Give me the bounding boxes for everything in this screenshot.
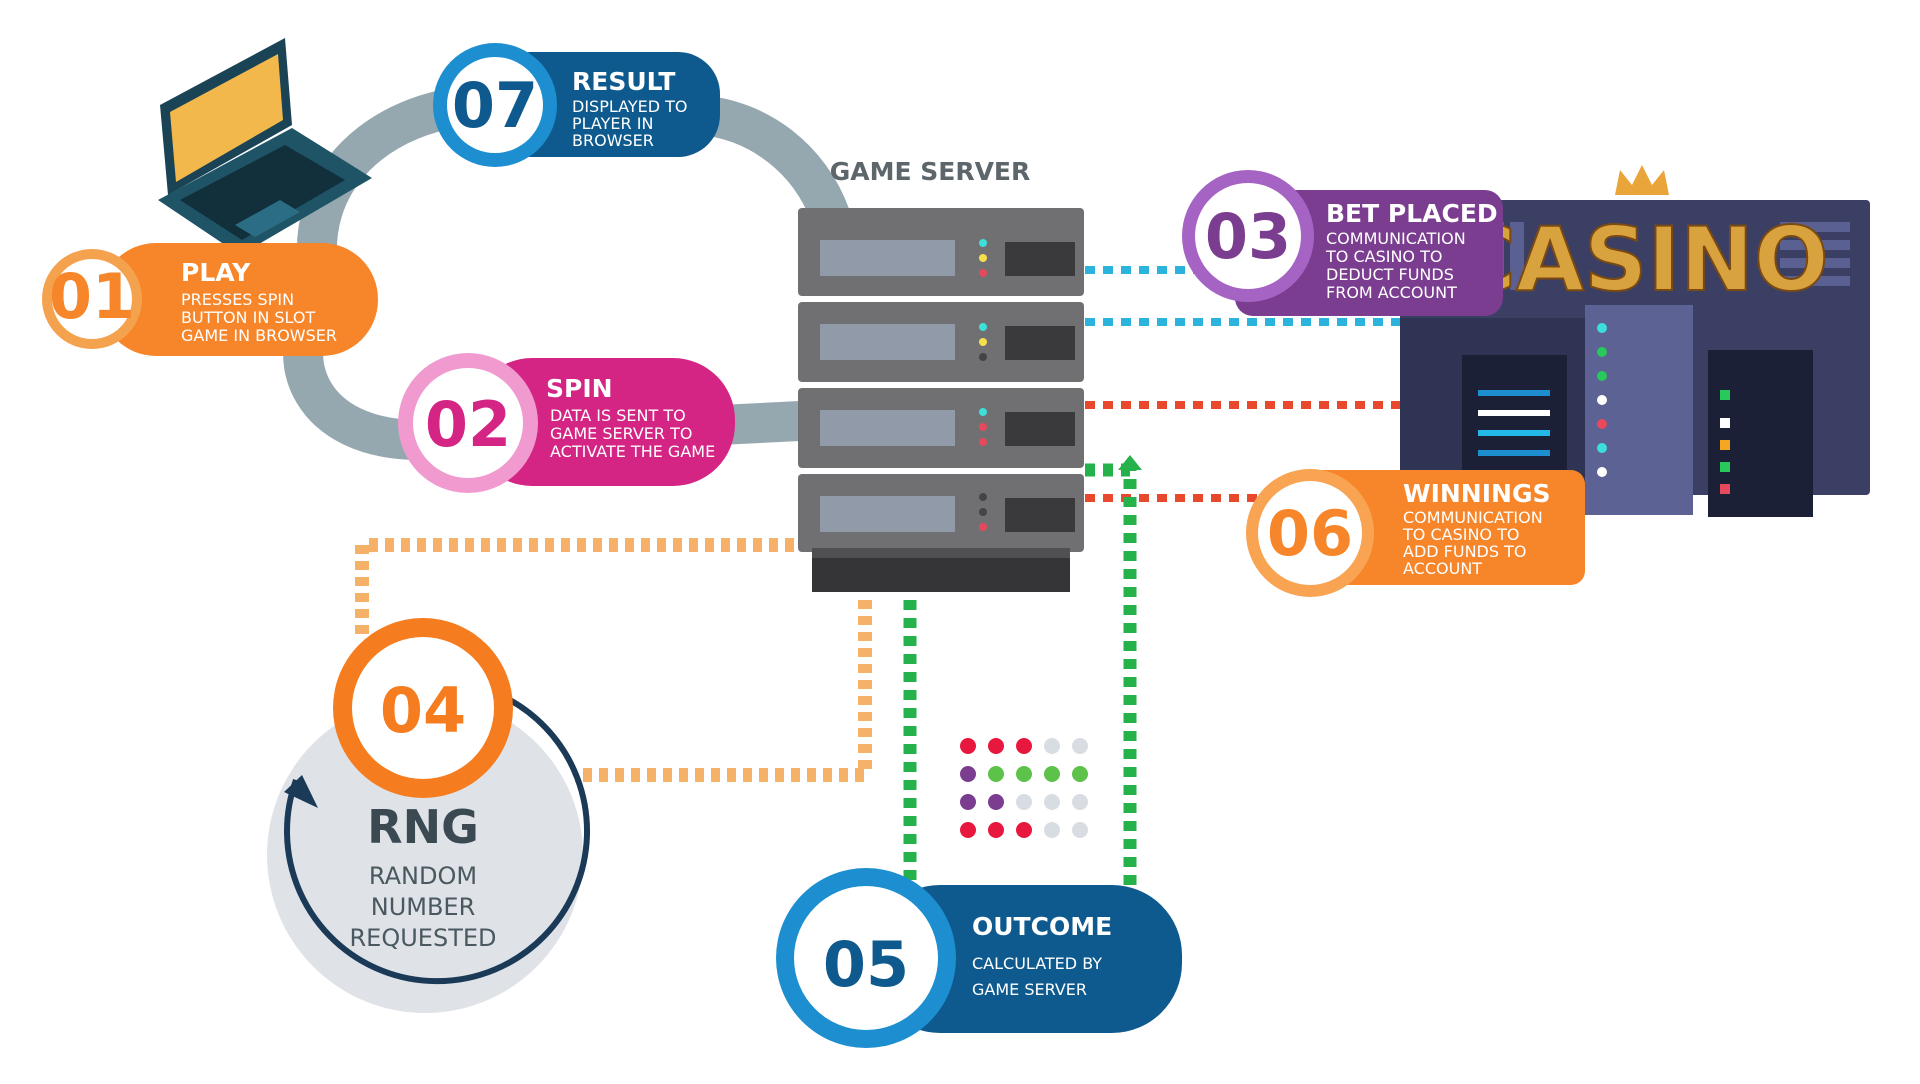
step-02-title: SPIN <box>546 374 613 403</box>
step-01-title: PLAY <box>181 258 251 287</box>
step-01-number: 01 <box>49 260 135 333</box>
rng-graphic <box>267 618 591 1013</box>
casino-sign: CASINO <box>1451 208 1828 311</box>
step-05-line: CALCULATED BY <box>972 954 1102 973</box>
server-status-lights <box>979 239 987 531</box>
step-03-line: DEDUCT FUNDS <box>1326 265 1454 284</box>
server-label: GAME SERVER <box>830 157 1031 186</box>
outcome-arrowhead <box>1118 455 1142 470</box>
step-02-line: ACTIVATE THE GAME <box>550 442 715 461</box>
step-06-line: ADD FUNDS TO <box>1403 542 1526 561</box>
step-03-line: COMMUNICATION <box>1326 229 1466 248</box>
bet-connectors <box>1085 266 1405 502</box>
step-07-card <box>433 43 720 167</box>
step-07-line: DISPLAYED TO <box>572 97 687 116</box>
step-06-number: 06 <box>1267 497 1353 570</box>
laptop-icon <box>158 38 372 255</box>
step-06-line: ACCOUNT <box>1403 559 1482 578</box>
step-03-number: 03 <box>1205 200 1291 273</box>
step-06-title: WINNINGS <box>1403 479 1550 508</box>
step-04-line: RANDOM <box>369 862 477 890</box>
step-04-number: 04 <box>380 674 466 747</box>
step-06-line: COMMUNICATION <box>1403 508 1543 527</box>
outcome-dot-grid <box>960 738 1088 838</box>
step-05-line: GAME SERVER <box>972 980 1087 999</box>
step-07-title: RESULT <box>572 67 675 96</box>
step-03-title: BET PLACED <box>1326 199 1498 228</box>
crown-icon <box>1615 165 1669 195</box>
rng-arrow-icon <box>284 775 318 808</box>
step-01-line: BUTTON IN SLOT <box>181 308 315 327</box>
step-02-line: DATA IS SENT TO <box>550 406 686 425</box>
game-server <box>798 208 1084 592</box>
step-06-line: TO CASINO TO <box>1402 525 1519 544</box>
step-07-line: BROWSER <box>572 131 654 150</box>
step-01-line: GAME IN BROWSER <box>181 326 337 345</box>
step-04-title: RNG <box>367 800 479 854</box>
step-03-line: TO CASINO TO <box>1325 247 1442 266</box>
casino-building <box>1400 165 1870 517</box>
step-05-title: OUTCOME <box>972 912 1112 941</box>
step-02-line: GAME SERVER TO <box>550 424 692 443</box>
step-01-line: PRESSES SPIN <box>181 290 294 309</box>
step-03-line: FROM ACCOUNT <box>1326 283 1457 302</box>
step-05-number: 05 <box>823 928 909 1001</box>
step-06-card <box>1246 469 1585 597</box>
step-04-line: NUMBER <box>371 893 476 921</box>
step-05-card <box>776 868 1182 1048</box>
step-01-card <box>42 243 378 356</box>
step-07-number: 07 <box>452 69 538 142</box>
step-04-line: REQUESTED <box>350 924 497 952</box>
step-02-card <box>398 353 735 493</box>
rng-connector <box>355 538 872 782</box>
step-03-card <box>1182 170 1503 316</box>
step-02-number: 02 <box>425 388 511 461</box>
step-07-line: PLAYER IN <box>572 114 653 133</box>
